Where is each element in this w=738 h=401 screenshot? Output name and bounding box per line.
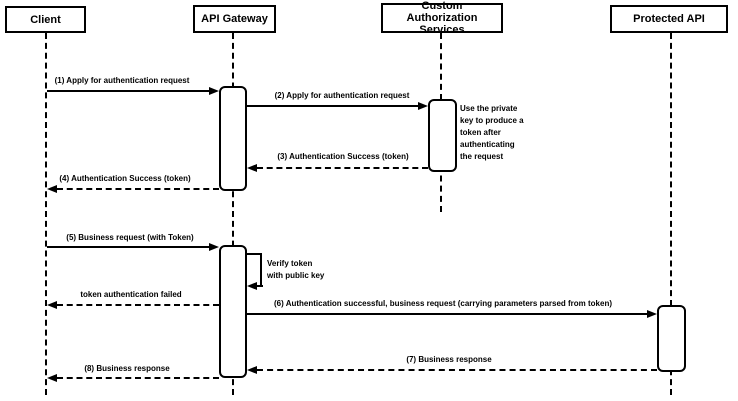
message-8-line xyxy=(57,377,219,379)
self-message-arrowhead-icon xyxy=(247,282,257,290)
message-2-line xyxy=(247,105,418,107)
activation-bar-custom-authorization-services xyxy=(428,99,457,172)
self-message-line-1: Verify token xyxy=(267,259,313,268)
message-6-arrowhead-icon xyxy=(647,310,657,318)
self-message-label: Verify token with public key xyxy=(267,258,324,282)
note-line-2: key to produce a xyxy=(460,116,524,125)
message-5-arrowhead-icon xyxy=(209,243,219,251)
message-7-arrowhead-icon xyxy=(247,366,257,374)
lifeline-client xyxy=(45,33,47,395)
note-line-3: token after xyxy=(460,128,501,137)
actor-box-custom-authorization-services: Custom Authorization Services xyxy=(381,0,503,36)
self-message-loop-bottom-line xyxy=(257,285,263,287)
message-7-line xyxy=(257,369,657,371)
message-2-label: (2) Apply for authentication request xyxy=(274,91,410,100)
message-token-auth-failed-arrowhead-icon xyxy=(47,301,57,309)
message-7-label: (7) Business response xyxy=(406,355,492,364)
self-message-loop-vertical-line xyxy=(260,253,262,287)
self-message-loop-top-line xyxy=(247,253,262,255)
message-1-arrowhead-icon xyxy=(209,87,219,95)
actor-label-protected-api: Protected API xyxy=(633,13,705,25)
message-8-label: (8) Business response xyxy=(84,364,170,373)
actor-label-custom-authorization-services: Custom Authorization Services xyxy=(406,0,478,36)
message-3-arrowhead-icon xyxy=(247,164,257,172)
message-token-auth-failed-line xyxy=(57,304,219,306)
message-2-arrowhead-icon xyxy=(418,102,428,110)
actor-box-protected-api: Protected API xyxy=(610,5,728,33)
lifeline-api-gateway xyxy=(232,33,234,395)
message-6-label: (6) Authentication successful, business … xyxy=(273,299,613,308)
message-1-label: (1) Apply for authentication request xyxy=(54,76,190,85)
message-5-line xyxy=(47,246,209,248)
activation-bar-api-gateway-business xyxy=(219,245,247,378)
message-6-line xyxy=(247,313,647,315)
note-line-5: the request xyxy=(460,152,504,161)
message-1-line xyxy=(47,90,209,92)
message-3-line xyxy=(257,167,428,169)
actor-box-client: Client xyxy=(5,6,86,33)
message-4-arrowhead-icon xyxy=(47,185,57,193)
lifeline-protected-api xyxy=(670,33,672,395)
note-line-4: authenticating xyxy=(460,140,515,149)
message-4-label: (4) Authentication Success (token) xyxy=(59,174,191,183)
message-5-label: (5) Business request (with Token) xyxy=(66,233,194,242)
note-line-1: Use the private xyxy=(460,104,518,113)
actor-label-client: Client xyxy=(30,13,61,26)
activation-bar-api-gateway-auth xyxy=(219,86,247,191)
message-8-arrowhead-icon xyxy=(47,374,57,382)
message-3-label: (3) Authentication Success (token) xyxy=(277,152,409,161)
message-4-line xyxy=(57,188,219,190)
note-use-private-key: Use the private key to produce a token a… xyxy=(460,103,524,163)
actor-label-api-gateway: API Gateway xyxy=(201,13,268,25)
self-message-line-2: with public key xyxy=(267,271,325,280)
activation-bar-protected-api xyxy=(657,305,686,372)
actor-box-api-gateway: API Gateway xyxy=(193,5,276,33)
message-token-auth-failed-label: token authentication failed xyxy=(80,290,182,299)
